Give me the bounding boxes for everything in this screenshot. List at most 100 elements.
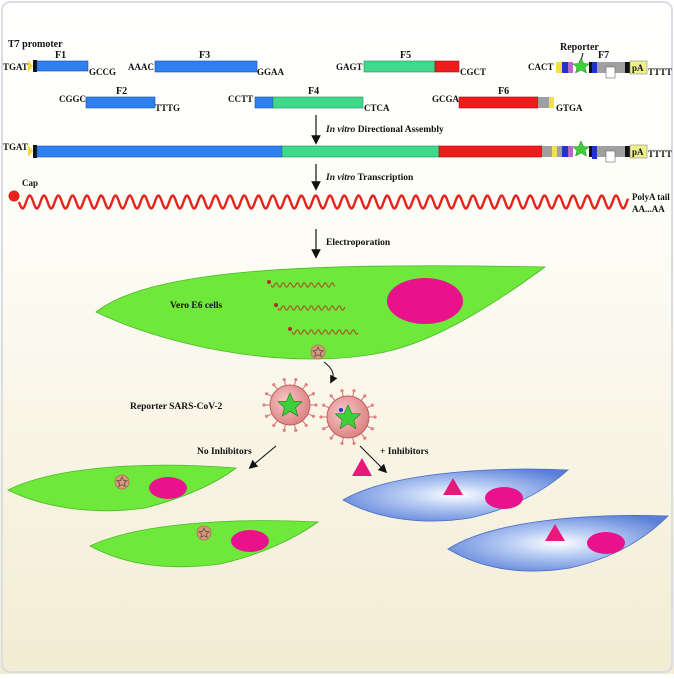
infected-cell-1-virion — [114, 474, 130, 490]
virion-spike-tip — [264, 392, 269, 396]
virion-spike-tip — [304, 423, 308, 427]
release-arrow — [323, 361, 338, 384]
assembled-white-marker — [605, 150, 616, 163]
infected-cell-2 — [89, 520, 320, 568]
assembled-t7-block — [33, 145, 37, 158]
infected-cell-1 — [7, 464, 238, 512]
protected-cell-1 — [342, 468, 569, 522]
budding-virion — [310, 344, 326, 360]
f3-label: F3 — [199, 50, 210, 61]
intracellular-rna-2 — [277, 305, 346, 311]
assembled-gray-segment — [542, 146, 552, 157]
virion-spike-tip — [340, 389, 344, 393]
f1-bar — [36, 60, 89, 72]
virion-spike-tip — [264, 414, 269, 418]
virion-spike-tip — [282, 428, 286, 432]
vero-cell-nucleus — [387, 278, 463, 324]
virion-spike-tip — [329, 394, 333, 398]
virion-spike-tip — [340, 441, 344, 445]
t7-promoter-block — [33, 60, 37, 72]
f7-pa-label: pA — [632, 63, 644, 73]
no-inhibitors-label: No Inhibitors — [197, 447, 252, 457]
protected-cell-2-nucleus — [587, 532, 625, 554]
fragment-f1: TGAT F1 GCCG — [3, 50, 116, 77]
f7-blue-segment-2 — [592, 62, 597, 73]
f5-label: F5 — [400, 50, 411, 61]
f6-gray-segment — [538, 97, 549, 108]
f6-right-overhang: GTGA — [556, 103, 583, 113]
f7-yellow-segment — [556, 62, 562, 73]
fragment-f6: GCGA F6 GTGA — [432, 86, 583, 113]
virion-spike-tip — [272, 383, 276, 387]
assembly-rest: Directional Assembly — [355, 125, 444, 135]
assembled-pa-label: pA — [632, 147, 644, 157]
assembled-t7-arrow — [28, 145, 33, 157]
rna-cap-3 — [288, 327, 292, 331]
assembled-yellow-segment — [552, 146, 557, 157]
virion-spike-tip — [262, 403, 266, 407]
infected-cell-2-star-icon — [198, 527, 210, 539]
assembled-genome: TGAT pA TTTT — [3, 140, 672, 163]
f7-right-overhang: TTTT — [648, 67, 672, 77]
reporter-virion-2 — [319, 389, 377, 445]
infected-cell-1-star-icon — [116, 476, 128, 488]
virion-spike-tip — [272, 423, 276, 427]
f4-right-overhang: CTCA — [364, 103, 390, 113]
virion-spike-tip — [282, 378, 286, 382]
protected-cell-1-body — [342, 468, 569, 522]
plus-inhibitors-arrow — [359, 445, 388, 474]
infected-cell-2-nucleus — [231, 530, 269, 552]
virion-spike-tip — [294, 428, 298, 432]
rna-wave — [17, 194, 630, 210]
f6-yellow-segment — [549, 97, 554, 108]
vero-e6-cell: Vero E6 cells — [95, 265, 547, 360]
cap-label: Cap — [22, 178, 38, 188]
f5-left-overhang: GAGT — [336, 62, 363, 72]
electroporation-label: Electroporation — [326, 238, 391, 248]
assembly-step-label: In vitro Directional Assembly — [325, 125, 444, 135]
f6-red-segment — [458, 96, 539, 109]
assembled-green-segment — [281, 145, 440, 158]
virion-spike-tip — [311, 414, 316, 418]
f2-bar — [85, 96, 156, 109]
assembled-left-overhang: TGAT — [3, 142, 28, 152]
assembled-blue-segment — [36, 145, 283, 158]
plus-inhibitors-label: + Inhibitors — [380, 447, 429, 457]
reporter-virus-label: Reporter SARS-CoV-2 — [130, 402, 223, 412]
f3-bar — [154, 60, 258, 73]
vero-cell-label: Vero E6 cells — [170, 301, 223, 311]
virion-2-marker-dot — [339, 408, 343, 412]
protected-cell-2 — [447, 515, 669, 572]
assembled-right-overhang: TTTT — [648, 149, 672, 159]
virion-1-star-icon — [277, 392, 303, 417]
virion-spike-tip — [370, 427, 374, 431]
f4-label: F4 — [308, 86, 319, 97]
assembly-italic: In vitro — [325, 125, 356, 135]
f1-left-overhang: TGAT — [3, 62, 28, 72]
f3-right-overhang: GGAA — [257, 67, 285, 77]
f1-label: F1 — [55, 50, 66, 61]
intracellular-rna-3 — [291, 329, 359, 335]
f7-blue-segment — [562, 62, 568, 73]
assembled-red-segment — [438, 145, 543, 158]
assembled-pa-box — [629, 144, 648, 159]
virion-spike-tip — [373, 415, 377, 419]
protected-cell-2-body — [447, 515, 669, 572]
rna-cap-1 — [267, 280, 271, 284]
virion-spike-tip — [319, 415, 323, 419]
budding-virion-star-icon — [312, 346, 324, 358]
fragment-f5: GAGT F5 CGCT — [336, 50, 486, 77]
infected-cell-1-nucleus — [149, 477, 187, 499]
assembled-blue-marker-2 — [592, 146, 597, 159]
polya-aa-label: AA...AA — [632, 204, 665, 214]
f3-left-overhang: AAAC — [128, 62, 154, 72]
infected-cell-2-virion — [196, 525, 212, 541]
reporter-label: Reporter — [560, 42, 599, 53]
transcription-italic: In vitro — [325, 173, 356, 183]
fragment-f2: CGGC F2 TTTG — [59, 86, 180, 113]
f2-left-overhang: CGGC — [59, 94, 86, 104]
fragment-f4: CCTT F4 CTCA — [228, 86, 390, 113]
f4-blue-segment — [254, 96, 274, 109]
